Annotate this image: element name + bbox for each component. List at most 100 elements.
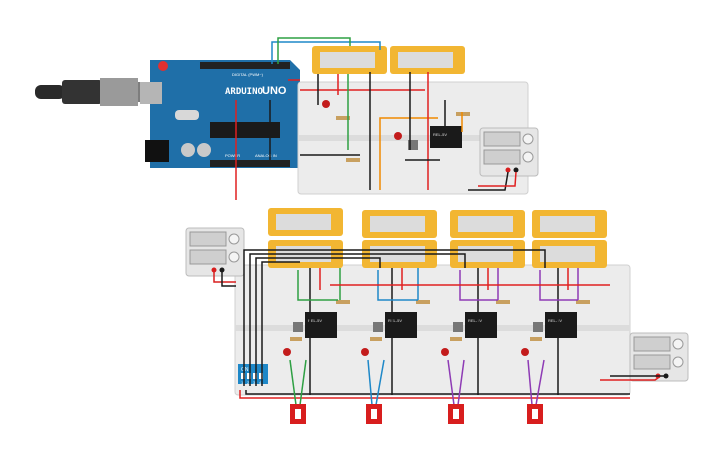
wire-purple[interactable] [539, 270, 578, 301]
wire-purple[interactable] [457, 359, 465, 406]
wire-green[interactable] [297, 270, 338, 301]
capacitor-1 [181, 143, 195, 157]
resistor [456, 112, 470, 116]
lcd-screen [540, 246, 595, 262]
wire-red[interactable] [213, 272, 236, 283]
arduino-model: UNO [262, 85, 287, 97]
relay-label: REL-5V [548, 318, 562, 323]
lcd-screen [398, 52, 453, 68]
wire-purple[interactable] [535, 359, 545, 406]
wires-top [235, 37, 517, 200]
wire-green[interactable] [299, 359, 307, 406]
terminal-positive [505, 167, 511, 173]
usb-plug-metal [100, 78, 138, 106]
relay-label: REL-5V [433, 132, 447, 137]
reset-button[interactable] [158, 61, 168, 71]
power-analog-header [210, 160, 290, 167]
power-supply-display [483, 131, 521, 147]
dip-pos-2: 2 [247, 380, 250, 385]
usb-cable[interactable] [35, 78, 152, 106]
dip-toggle-4[interactable] [259, 373, 263, 379]
pushbutton-1[interactable] [293, 322, 303, 332]
lcd-top-1[interactable] [312, 46, 387, 74]
wire-black[interactable] [245, 390, 630, 395]
relay-3[interactable]: REL-5V [465, 312, 497, 338]
pushbutton-2[interactable] [373, 322, 383, 332]
pushbutton-top[interactable] [408, 140, 418, 150]
bulb-4[interactable] [527, 404, 543, 424]
terminal-negative [219, 267, 225, 273]
knob-icon[interactable] [672, 338, 684, 350]
wire-green[interactable] [277, 37, 351, 64]
pushbutton-4[interactable] [533, 322, 543, 332]
knob-icon[interactable] [228, 233, 240, 245]
power-supply-right[interactable] [629, 332, 689, 382]
wire-black[interactable] [255, 257, 381, 386]
wire-black[interactable] [249, 253, 466, 386]
lcd-top-2[interactable] [390, 46, 465, 74]
resistor [370, 337, 382, 341]
relay-body [385, 312, 417, 338]
wire-green[interactable] [289, 359, 297, 406]
dip-toggle-2[interactable] [247, 373, 251, 379]
lcd-screen [458, 216, 513, 232]
lcd-row1-3[interactable] [450, 210, 525, 238]
wires-bottom [213, 249, 665, 406]
usb-cable-boot [35, 85, 65, 99]
wire-blue[interactable] [271, 41, 381, 64]
dip-on-label: ON [241, 367, 249, 373]
knob-icon[interactable] [522, 133, 534, 145]
wire-black[interactable] [468, 171, 509, 191]
wire-black[interactable] [261, 261, 300, 386]
lcd-row1-4[interactable] [532, 210, 607, 238]
wire-purple[interactable] [459, 270, 498, 301]
resistor [416, 300, 430, 304]
wire-purple[interactable] [527, 359, 533, 406]
bulb-2[interactable] [366, 404, 382, 424]
relay-top[interactable]: REL-5V [430, 126, 462, 148]
knob-icon[interactable] [228, 251, 240, 263]
knob-icon[interactable] [522, 151, 534, 163]
led-1 [283, 348, 291, 356]
resistor [346, 158, 360, 162]
terminal-negative [663, 373, 669, 379]
relay-2[interactable]: REL-5V [385, 312, 417, 338]
wire-blue[interactable] [367, 359, 373, 406]
terminal-positive [211, 267, 217, 273]
bulb-1[interactable] [290, 404, 306, 424]
wire-red[interactable] [600, 377, 659, 381]
wire-blue[interactable] [377, 270, 418, 301]
usb-port [140, 82, 162, 104]
wire-red[interactable] [478, 171, 517, 187]
bulb-window [371, 409, 377, 419]
bulb-3[interactable] [448, 404, 464, 424]
wire-black[interactable] [221, 272, 236, 287]
dip-toggle-3[interactable] [253, 373, 257, 379]
dip-toggle-1[interactable] [241, 373, 245, 379]
lcd-row1-2[interactable] [362, 210, 437, 238]
wire-black[interactable] [243, 249, 546, 386]
wire-red[interactable] [239, 390, 630, 399]
led-top-1 [322, 100, 330, 108]
knob-icon[interactable] [672, 356, 684, 368]
arduino-pcb [150, 60, 300, 168]
pushbutton-3[interactable] [453, 322, 463, 332]
led-4 [521, 348, 529, 356]
wire-purple[interactable] [447, 359, 455, 406]
relay-4[interactable]: REL-5V [545, 312, 577, 338]
dip-switch[interactable]: ON 1 2 3 4 [238, 364, 268, 385]
arduino-uno-board[interactable]: ARDUINO UNO DIGITAL (PWM~) POWER ANALOG … [140, 60, 300, 168]
relay-body [430, 126, 462, 148]
resistor [496, 300, 510, 304]
power-supply-display [483, 149, 521, 165]
power-supply-top[interactable] [479, 127, 539, 177]
wire-blue[interactable] [375, 359, 385, 406]
lcd-row2-4[interactable] [532, 240, 607, 268]
atmega-chip [210, 122, 280, 138]
relay-label: REL-5V [388, 318, 402, 323]
lcd-row1-1[interactable] [268, 208, 343, 236]
wire-orange[interactable] [379, 117, 438, 190]
digital-label: DIGITAL (PWM~) [232, 72, 264, 77]
power-supply-left[interactable] [185, 227, 245, 277]
